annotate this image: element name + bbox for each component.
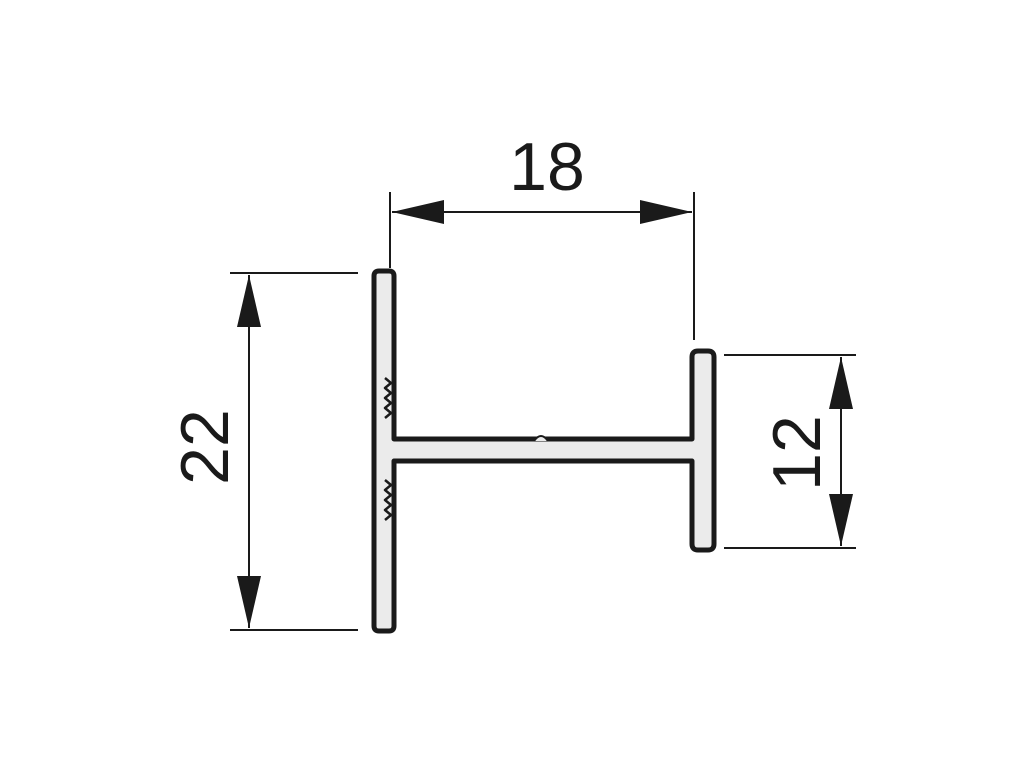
top-arrow-left (392, 200, 444, 224)
left-arrow-top (237, 275, 261, 327)
right-arrow-bottom (829, 494, 853, 546)
top-width-label: 18 (509, 129, 585, 205)
right-height-dimension: 12 (724, 354, 856, 549)
right-height-label: 12 (759, 415, 835, 491)
left-arrow-bottom (237, 576, 261, 628)
web-groove (533, 435, 549, 442)
h-profile-section (371, 268, 717, 634)
left-height-label: 22 (167, 409, 243, 485)
right-arrow-top (829, 357, 853, 409)
profile-outline (371, 268, 717, 634)
top-width-dimension: 18 (389, 129, 695, 340)
upper-serration (383, 377, 393, 419)
top-arrow-right (640, 200, 692, 224)
left-height-dimension: 22 (167, 272, 358, 631)
lower-serration (383, 479, 393, 521)
